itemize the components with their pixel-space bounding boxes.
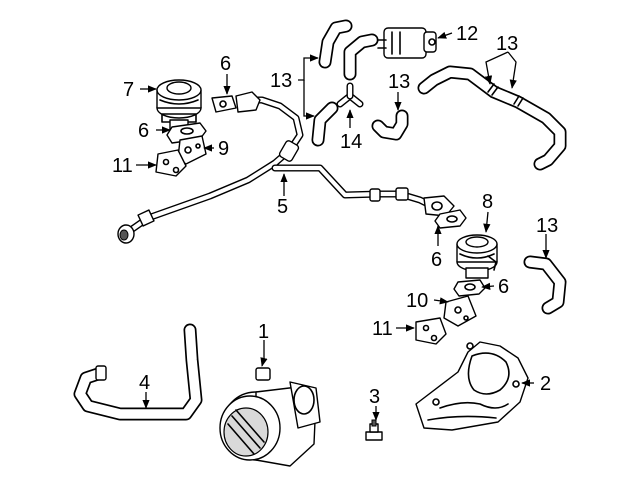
callout-10: 10 [406,290,428,312]
callout-14: 14 [340,131,362,153]
hose-13-lower-left [311,101,339,147]
callout-11-upper: 11 [112,155,133,177]
callout-13-left: 13 [270,70,292,92]
bracket-10 [443,295,477,327]
callout-6-lower-right: 6 [498,276,509,298]
hose-13-long-right [417,65,567,171]
callout-4: 4 [139,372,150,394]
callout-6-mid-right: 6 [431,249,442,271]
gasket-6-mid-right [434,209,467,229]
hose-upper-mid [343,33,379,81]
leader-lines [136,31,550,421]
callout-11-lower: 11 [372,318,393,340]
egr-valve-right-8 [456,234,498,279]
callout-1: 1 [258,321,269,343]
callout-6-top: 6 [220,53,231,75]
hose-4 [73,323,203,421]
heat-shield-2 [415,341,529,431]
callout-6-upper-left: 6 [138,120,149,142]
plate-11-upper [155,149,187,177]
callout-13-right-mid: 13 [536,215,558,237]
gasket-6-lower-right [453,279,486,297]
plate-11-lower [415,317,447,345]
callout-13-top-right: 13 [496,33,518,55]
callout-7: 7 [123,79,134,101]
callout-8: 8 [482,191,493,213]
air-pump-1 [219,367,321,467]
bolt-3 [365,419,383,441]
egr-tube-5 [117,91,455,244]
callout-13-small-hose: 13 [388,71,410,93]
callout-labels: 1 2 3 4 5 6 6 6 6 7 8 9 10 11 11 12 13 1… [112,23,558,408]
hose-13-top [318,19,353,69]
egr-valve-upper [156,79,202,131]
callout-2: 2 [540,373,551,395]
callout-3: 3 [369,386,380,408]
hose-13-small [371,109,409,141]
callout-9: 9 [218,138,229,160]
hose-13-right-mid [523,255,567,315]
callout-12: 12 [456,23,478,45]
tee-connector-14 [336,82,364,108]
callout-5: 5 [277,196,288,218]
gasket-6-top [211,95,237,113]
solenoid-12 [377,27,437,59]
